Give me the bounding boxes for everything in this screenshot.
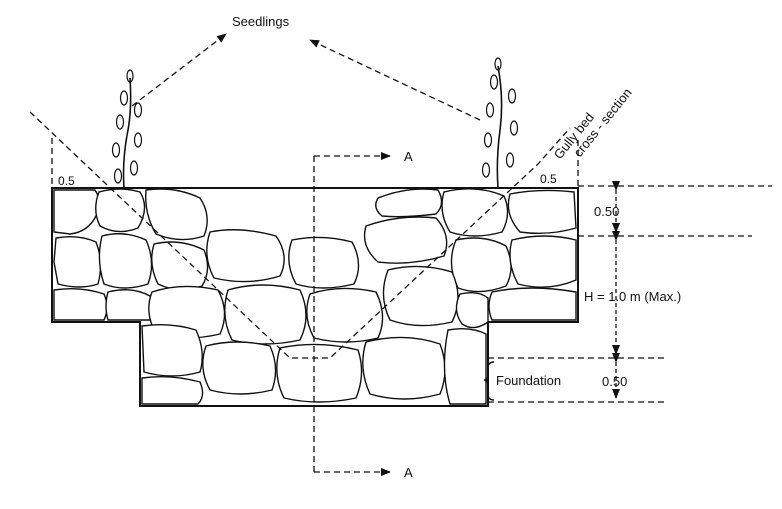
dim-height-label: H = 1.0 m (Max.) — [584, 289, 681, 304]
seedling-left — [111, 69, 143, 189]
dim-foundation-label: 0.50 — [602, 374, 627, 389]
stone — [507, 189, 577, 235]
foundation-label: Foundation — [496, 373, 561, 388]
stone — [382, 265, 459, 327]
stone — [202, 341, 277, 395]
seedling-right — [481, 57, 519, 189]
section-label-top: A — [404, 149, 413, 164]
stone — [53, 235, 102, 288]
stone — [362, 336, 446, 400]
stone — [105, 289, 154, 321]
foundation-brace — [483, 361, 495, 401]
stone — [288, 236, 360, 289]
stone — [151, 241, 209, 291]
stone — [206, 229, 285, 283]
stone — [141, 323, 203, 377]
stone — [141, 375, 204, 405]
section-label-bottom: A — [404, 465, 413, 480]
gully-bed-label: Gully bed cross - section — [551, 85, 635, 162]
stone — [363, 216, 448, 264]
stone — [145, 188, 208, 241]
seedlings-arrow-right — [309, 39, 481, 121]
stone — [450, 237, 512, 293]
stone — [455, 291, 489, 329]
stone — [53, 189, 100, 235]
dim-top-label: 0.50 — [594, 204, 619, 219]
seedlings-arrow-left — [131, 33, 227, 107]
left-offset-label: 0.5 — [58, 174, 75, 188]
stone — [441, 188, 509, 237]
stone — [509, 235, 577, 288]
stone — [53, 287, 108, 321]
stone — [375, 188, 443, 218]
seedlings-label: Seedlings — [232, 14, 290, 29]
stone — [306, 287, 384, 343]
check-dam-outline — [51, 187, 579, 407]
stone — [443, 327, 487, 405]
stone — [276, 343, 363, 403]
stone — [224, 284, 307, 345]
right-offset-label: 0.5 — [540, 172, 557, 186]
stone — [488, 287, 577, 321]
stone-masonry — [53, 188, 577, 405]
stone — [95, 188, 146, 233]
stone — [98, 233, 153, 289]
